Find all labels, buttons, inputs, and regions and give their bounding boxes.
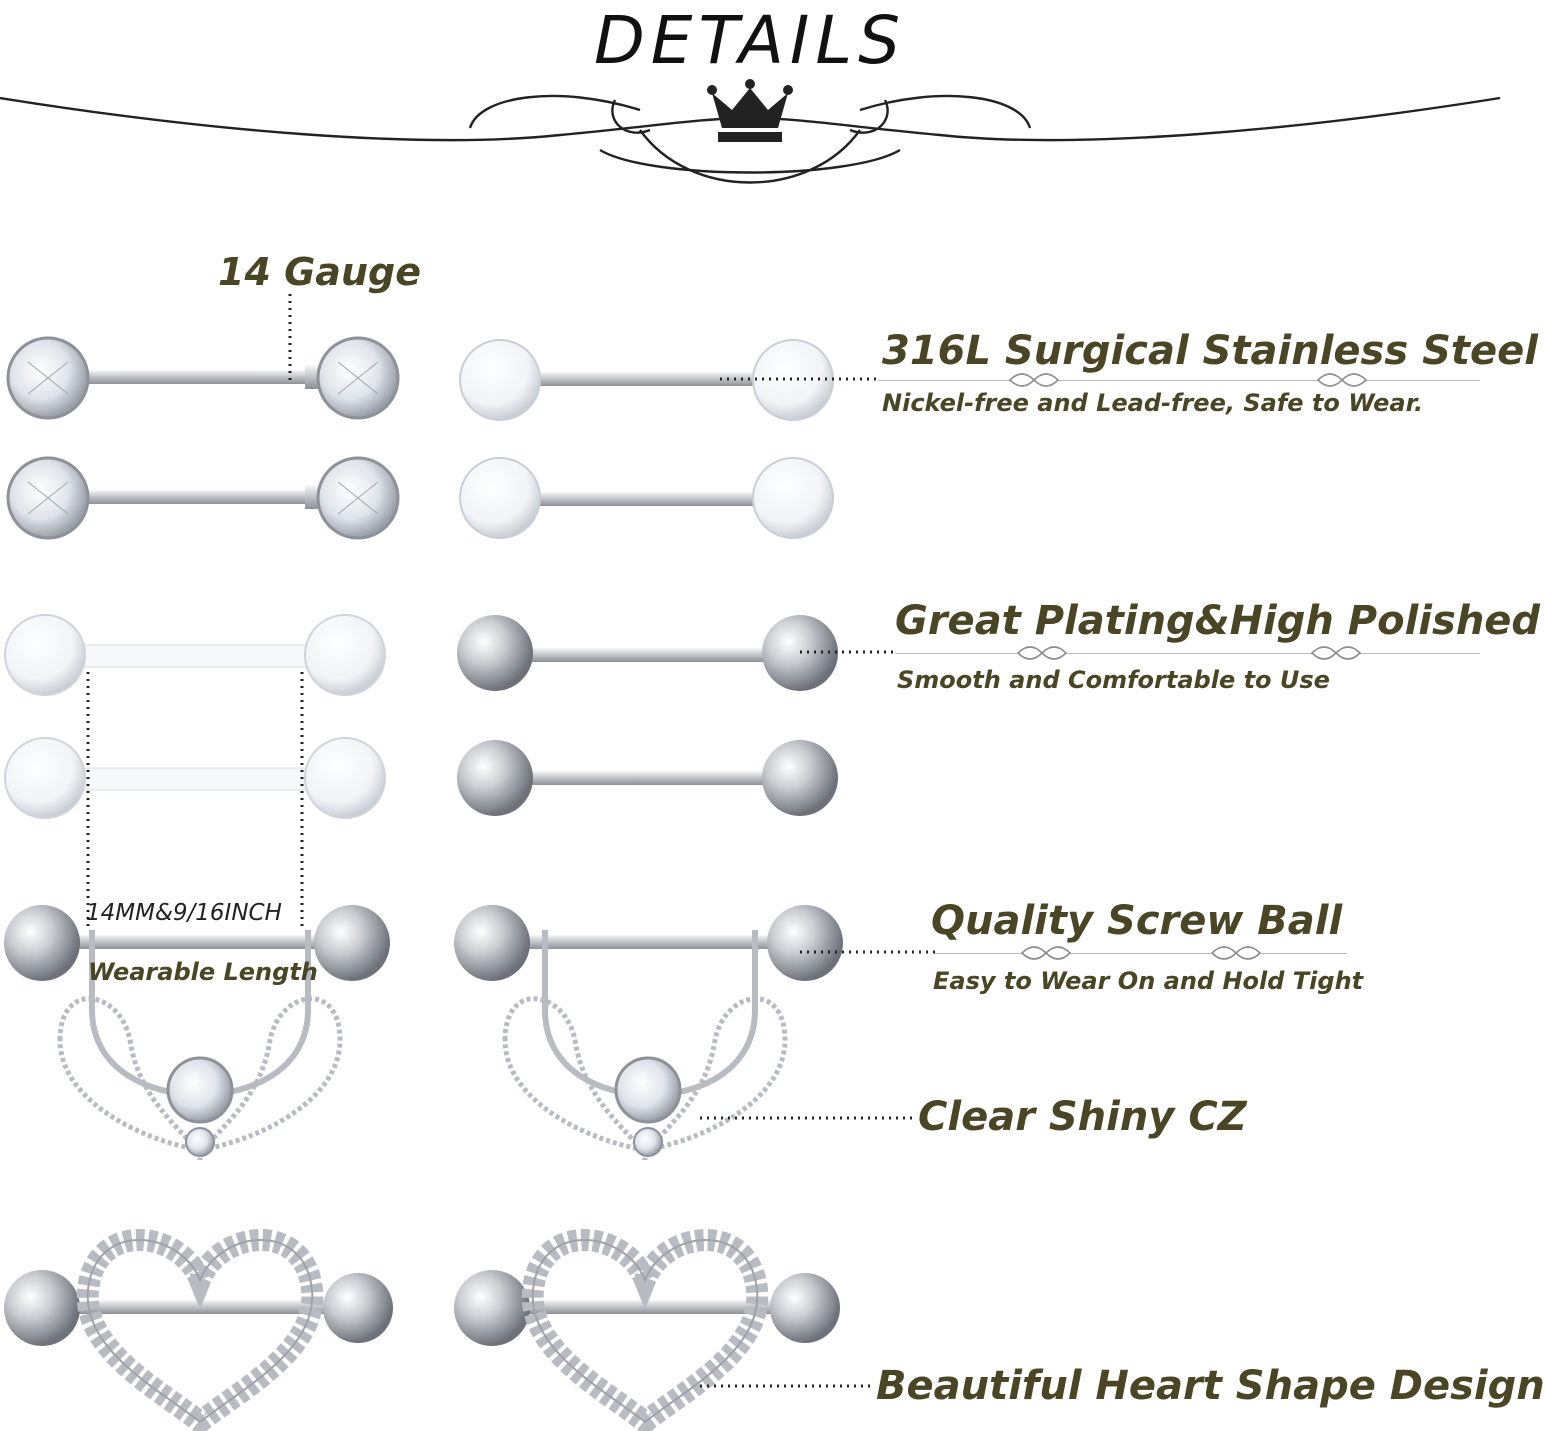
- page-title: DETAILS: [593, 2, 907, 79]
- barbell-clear-1: [4, 614, 386, 696]
- leader-lines: [86, 294, 935, 1388]
- feature-divider-screw-ball: [935, 953, 1347, 954]
- feature-title-polish: Great Plating&High Polished: [895, 598, 1541, 644]
- shield-lace-left: [4, 905, 390, 1161]
- barbell-cz-2: [6, 456, 400, 540]
- feature-title-heart: Beautiful Heart Shape Design: [876, 1363, 1545, 1409]
- shield-heart-left: [4, 1229, 393, 1431]
- shield-heart-right: [454, 1229, 840, 1431]
- barbell-pave-1: [459, 339, 834, 421]
- gauge-label: 14 Gauge: [218, 250, 421, 294]
- barbell-clear-2: [4, 737, 386, 819]
- feature-subtitle-screw-ball: Easy to Wear On and Hold Tight: [933, 967, 1364, 995]
- feature-divider-steel: [878, 380, 1480, 381]
- feature-title-cz: Clear Shiny CZ: [918, 1094, 1247, 1140]
- feature-subtitle-polish: Smooth and Comfortable to Use: [897, 666, 1330, 694]
- length-label-line2: Wearable Length: [88, 958, 318, 986]
- barbell-steel-2: [457, 740, 838, 816]
- jewelry-illustration: [4, 294, 935, 1431]
- barbell-cz-1: [6, 336, 400, 420]
- length-label-line1: 14MM&9/16INCH: [86, 900, 282, 926]
- infinity-icon: [1008, 373, 1368, 960]
- feature-divider-polish: [895, 653, 1480, 654]
- feature-subtitle-steel: Nickel-free and Lead-free, Safe to Wear.: [882, 389, 1424, 417]
- feature-title-screw-ball: Quality Screw Ball: [931, 898, 1343, 944]
- feature-title-steel: 316L Surgical Stainless Steel: [882, 328, 1538, 374]
- ornament-divider: [0, 79, 1501, 184]
- barbell-pave-2: [459, 457, 834, 539]
- crown-icon: [707, 79, 793, 142]
- shield-lace-right: [454, 905, 843, 1161]
